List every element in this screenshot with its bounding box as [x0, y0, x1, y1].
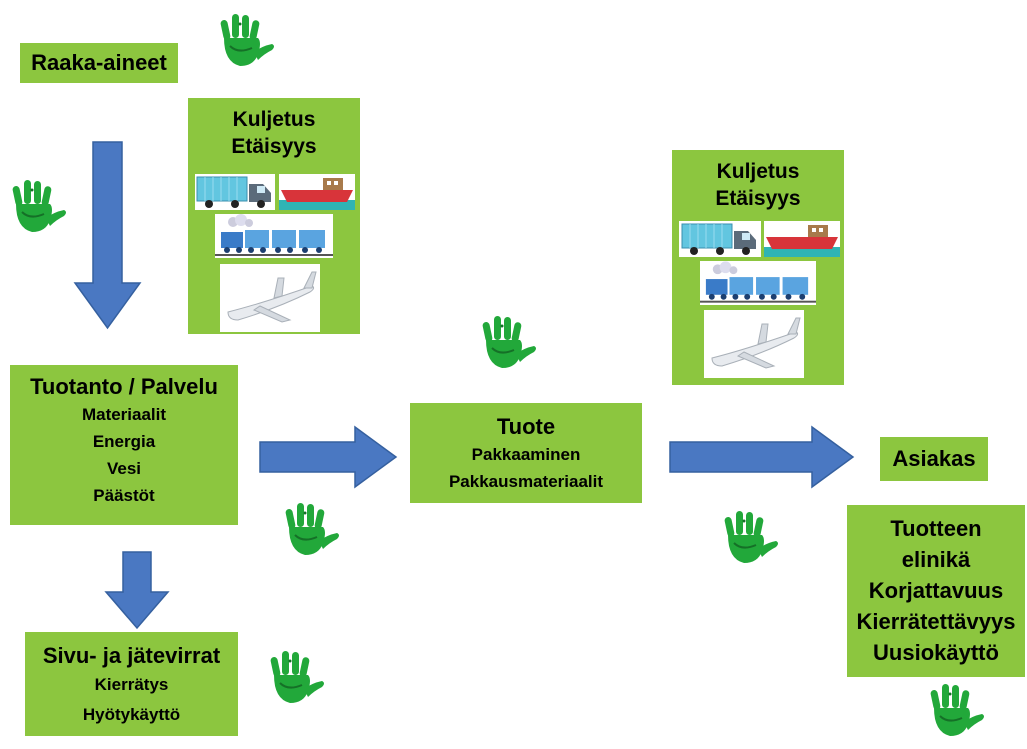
truck-icon — [679, 221, 761, 257]
customer-label: Asiakas — [892, 446, 976, 471]
boat-icon — [764, 221, 840, 257]
product-item: Pakkausmateriaalit — [448, 472, 604, 491]
production-item: Päästöt — [93, 486, 155, 505]
transport-panel-1: Kuljetus Etäisyys — [188, 98, 360, 334]
arrow-down-production-to-side — [104, 551, 170, 630]
production-item: Materiaalit — [81, 405, 167, 424]
production-box: Tuotanto / Palvelu Materiaalit Energia V… — [10, 365, 238, 525]
arrow-right-product-to-customer — [669, 425, 855, 489]
airplane-icon — [704, 310, 804, 378]
product-life-item: Kierrätettävyys — [856, 609, 1016, 634]
green-hand-icon — [480, 315, 537, 369]
green-hand-icon — [10, 179, 67, 233]
green-hand-icon — [928, 683, 985, 737]
boat-icon — [279, 174, 355, 210]
side-streams-item: Hyötykäyttö — [82, 705, 181, 724]
green-hand-icon — [722, 510, 779, 564]
product-life-item: Korjattavuus — [868, 578, 1004, 603]
production-title: Tuotanto / Palvelu — [30, 374, 218, 399]
distance-title: Etäisyys — [715, 187, 801, 210]
green-hand-icon — [268, 650, 325, 704]
product-life-item: elinikä — [901, 547, 971, 572]
side-streams-item: Kierrätys — [94, 675, 169, 694]
product-title: Tuote — [496, 414, 556, 439]
green-hand-icon — [218, 13, 275, 67]
product-life-box: Tuotteen elinikä Korjattavuus Kierrätett… — [847, 505, 1025, 677]
product-life-item: Uusiokäyttö — [873, 640, 999, 665]
train-icon — [215, 214, 333, 258]
train-icon — [700, 261, 816, 305]
truck-icon — [195, 174, 275, 210]
production-item: Energia — [92, 432, 156, 451]
product-item: Pakkaaminen — [471, 445, 581, 464]
product-box: Tuote Pakkaaminen Pakkausmateriaalit — [410, 403, 642, 503]
transport-panel-2: Kuljetus Etäisyys — [672, 150, 844, 385]
transport-title: Kuljetus — [716, 160, 800, 183]
side-streams-box: Sivu- ja jätevirrat Kierrätys Hyötykäytt… — [25, 632, 238, 736]
raw-materials-box: Raaka-aineet — [20, 43, 178, 83]
airplane-icon — [220, 264, 320, 332]
green-hand-icon — [283, 502, 340, 556]
arrow-down-raw-to-production — [73, 141, 142, 330]
transport-title: Kuljetus — [232, 108, 316, 131]
arrow-right-production-to-product — [259, 425, 398, 489]
product-life-item: Tuotteen — [890, 516, 982, 541]
customer-box: Asiakas — [880, 437, 988, 481]
side-streams-title: Sivu- ja jätevirrat — [42, 643, 221, 668]
distance-title: Etäisyys — [231, 135, 317, 158]
production-item: Vesi — [106, 459, 142, 478]
raw-materials-label: Raaka-aineet — [31, 50, 167, 75]
